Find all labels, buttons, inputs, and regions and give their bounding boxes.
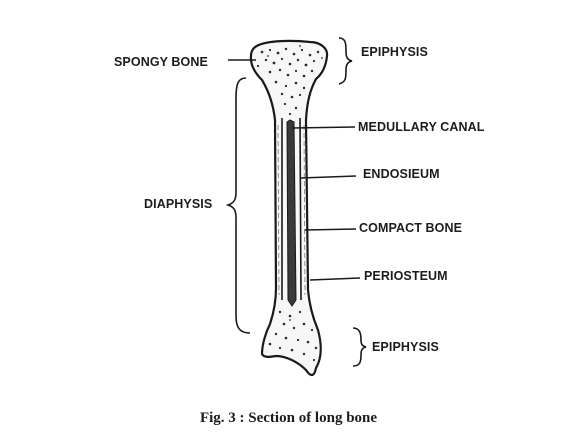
medullary-canal-label: MEDULLARY CANAL <box>358 120 485 134</box>
epiphysis-bottom-label: EPIPHYSIS <box>372 340 439 354</box>
spongy-bone-label: SPONGY BONE <box>114 55 208 69</box>
diaphysis-label: DIAPHYSIS <box>144 197 213 211</box>
medullary-canal-pointer <box>291 126 356 129</box>
compact-bone-right-wall <box>299 117 302 301</box>
epiphysis-top-brace <box>338 37 353 85</box>
epiphysis-top-label: EPIPHYSIS <box>361 45 428 59</box>
compact-bone-shading <box>277 124 306 296</box>
epiphysis-bottom-brace <box>352 327 367 367</box>
medullary-canal <box>286 119 297 307</box>
periosteum-pointer <box>309 277 361 281</box>
compact-bone-pointer <box>304 228 357 231</box>
diaphysis-brace <box>225 77 251 334</box>
endosteum-label: ENDOSIEUM <box>363 167 440 181</box>
figure-caption: Fig. 3 : Section of long bone <box>199 410 378 426</box>
endosteum-pointer <box>300 175 357 179</box>
spongy-bone-top-texture <box>256 45 323 116</box>
spongy-bone-bottom-texture <box>268 310 318 362</box>
periosteum-label: PERIOSTEUM <box>364 269 448 283</box>
compact-bone-label: COMPACT BONE <box>359 221 463 235</box>
